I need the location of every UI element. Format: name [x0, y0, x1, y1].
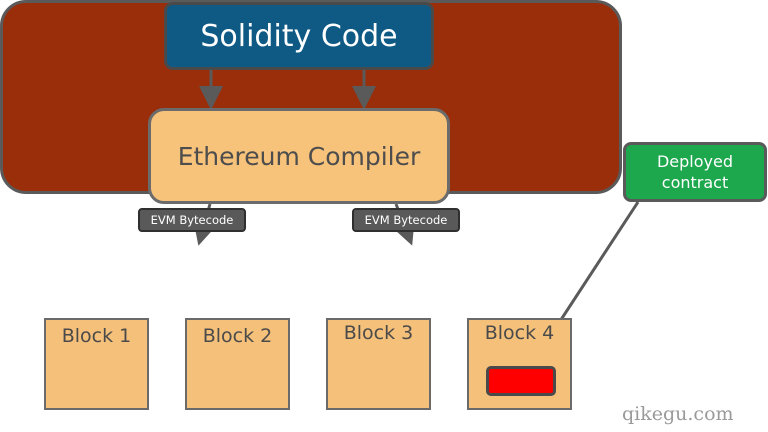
solidity-code-node: Solidity Code — [164, 2, 434, 70]
block-2-label: Block 2 — [202, 325, 273, 347]
evm-bytecode-tag-right: EVM Bytecode — [352, 208, 460, 232]
block-1-label: Block 1 — [61, 325, 132, 347]
evm-title: Ethereum Virtual Machine — [158, 268, 458, 294]
deployed-contract-node: Deployed contract — [623, 142, 767, 202]
block-3: Block 3 — [326, 318, 431, 410]
block-4: Block 4 — [467, 318, 572, 410]
solidity-code-label: Solidity Code — [200, 18, 398, 54]
ethereum-compiler-label: Ethereum Compiler — [177, 141, 421, 171]
block-3-label: Block 3 — [343, 322, 414, 344]
block-4-label: Block 4 — [484, 322, 555, 344]
block-1: Block 1 — [44, 318, 149, 410]
watermark-text: qikegu.com — [622, 403, 734, 425]
block-2: Block 2 — [185, 318, 290, 410]
ethereum-compiler-node: Ethereum Compiler — [148, 108, 450, 204]
deployed-contract-label-line2: contract — [661, 173, 729, 192]
evm-bytecode-tag-left: EVM Bytecode — [138, 208, 246, 232]
deployed-contract-label-line1: Deployed — [656, 152, 734, 171]
deployed-contract-marker — [486, 366, 556, 396]
